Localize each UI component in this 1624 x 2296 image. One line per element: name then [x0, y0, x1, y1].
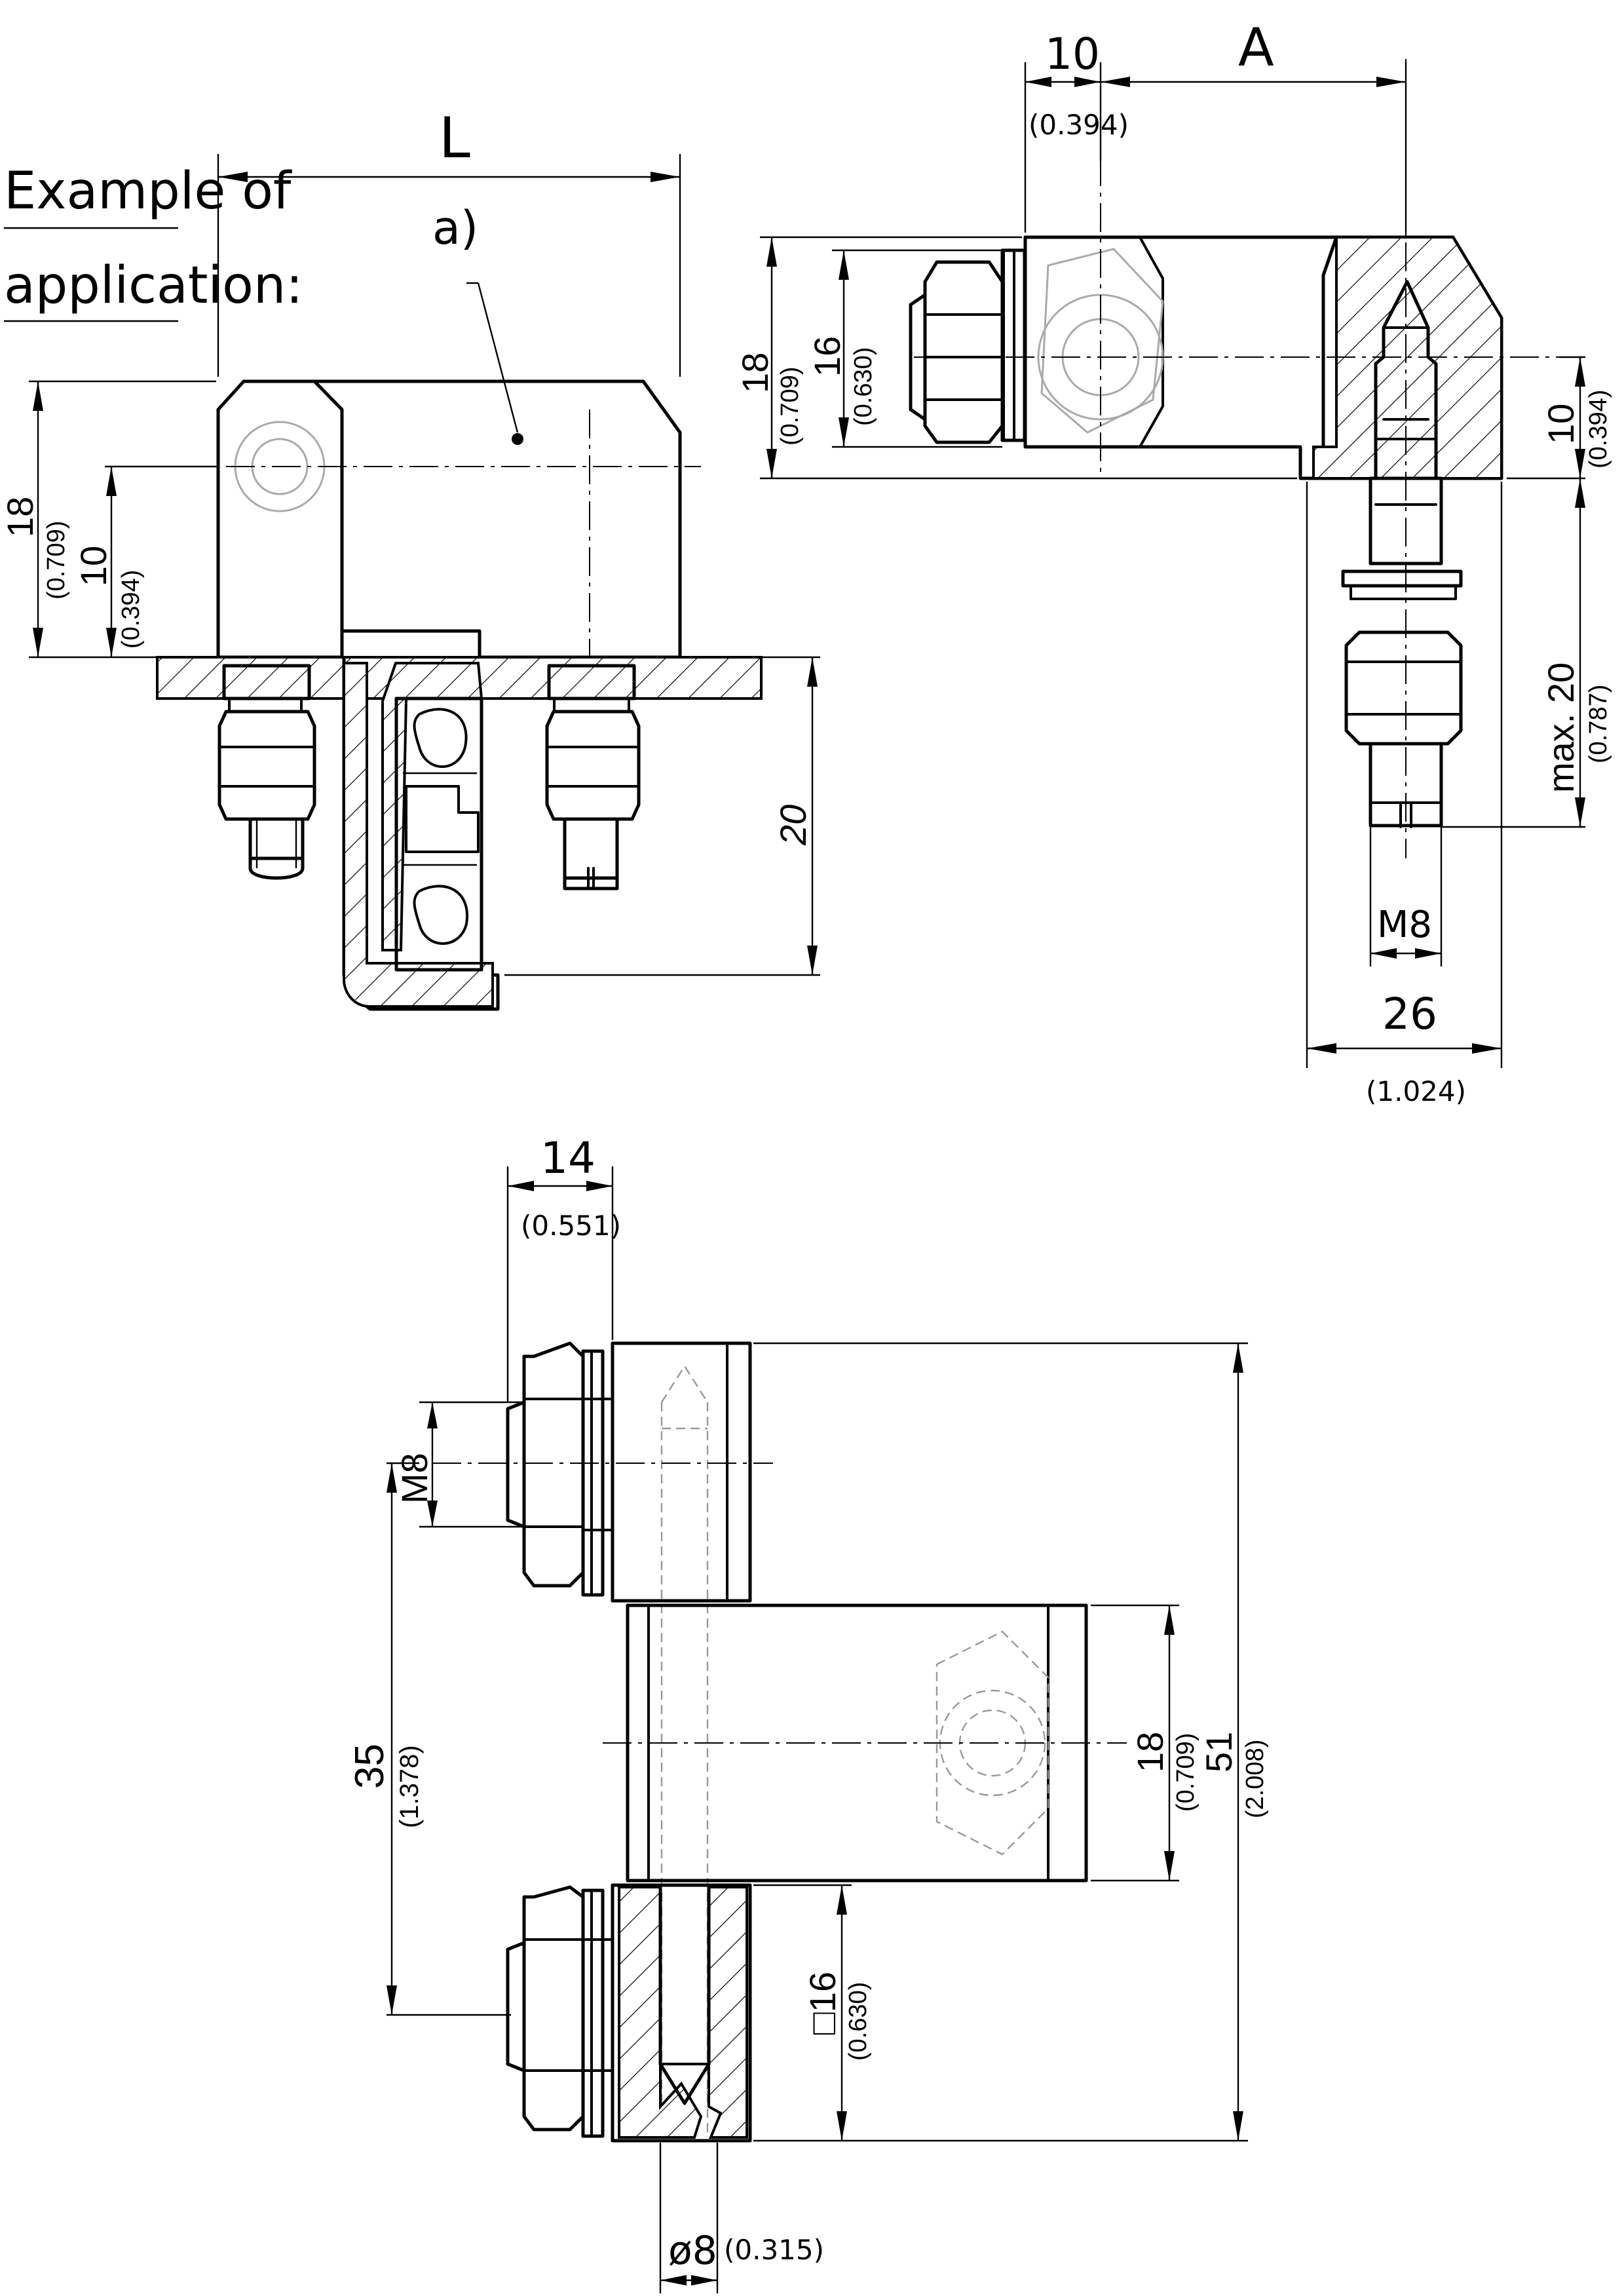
dim-14-inch: (0.551) — [521, 1210, 621, 1242]
weld-point-dot — [512, 433, 523, 445]
dim-18-tr-label: 18 — [734, 353, 776, 393]
dim-max20-inch: (0.787) — [1585, 685, 1612, 763]
dim-18-front-inch: (0.709) — [1172, 1733, 1199, 1812]
dim-51-inch: (2.008) — [1241, 1740, 1269, 1818]
dim-18-inch: (0.709) — [43, 521, 70, 600]
dim-L-label: L — [439, 105, 470, 171]
dim-20-label: 20 — [772, 805, 814, 846]
hinge-wing-outline — [314, 379, 682, 659]
bolt-left — [217, 664, 316, 880]
dim-16-label: 16 — [806, 336, 848, 377]
extrusion-profile — [394, 697, 483, 972]
dim-35-inch: (1.378) — [395, 1745, 424, 1828]
bolt-front-lower — [506, 1885, 614, 2138]
dim-10-top-label: 10 — [1045, 29, 1100, 79]
dim-16-inch: (0.630) — [850, 347, 877, 426]
dim-A-label: A — [1238, 17, 1274, 78]
dim-14-label: 14 — [540, 1133, 595, 1183]
caption-line1: Example of — [4, 162, 292, 221]
dim-10-right-inch: (0.394) — [1585, 390, 1612, 469]
bolt-side — [909, 248, 1027, 444]
bracket-channel — [343, 662, 494, 1008]
dim-26-label: 26 — [1382, 989, 1437, 1039]
view-section: 10 (0.394) A 18 (0.709) 16 (0.630) 10 (0… — [734, 17, 1612, 1107]
dim-51-label: 51 — [1198, 1732, 1239, 1772]
bolt-lower — [1341, 476, 1463, 828]
dim-max20-label: max. 20 — [1540, 662, 1581, 793]
dim-18-label: 18 — [0, 497, 41, 537]
bolt-right — [545, 664, 641, 890]
dim-10-label: 10 — [73, 546, 114, 586]
dim-sq16-label: □16 — [802, 1972, 843, 2035]
dim-10-right-label: 10 — [1540, 404, 1581, 444]
knuckle-lower-hatch-right — [708, 1886, 748, 2139]
dim-m8-front-label: M8 — [394, 1453, 435, 1504]
dim-26-inch: (1.024) — [1366, 1075, 1466, 1107]
dim-10-top-inch: (0.394) — [1029, 109, 1129, 141]
bolt-front-upper — [506, 1341, 614, 1597]
view-front: 14 (0.551) M8 35 (1.378) 18 (0.709) 51 (… — [347, 1133, 1269, 2293]
dim-sq16-inch: (0.630) — [844, 1982, 872, 2061]
caption: Example of application: — [4, 162, 303, 322]
knuckle-upper — [611, 1341, 752, 1603]
dim-18-tr-inch: (0.709) — [776, 367, 804, 446]
view-application: a) — [0, 105, 820, 1011]
dim-10-inch: (0.394) — [117, 570, 145, 649]
dim-35-label: 35 — [347, 1744, 392, 1789]
dim-d8-inch: (0.315) — [724, 2234, 824, 2266]
caption-line2: application: — [4, 256, 303, 315]
dim-m8-tr-label: M8 — [1377, 904, 1432, 946]
dim-18-front-label: 18 — [1129, 1732, 1171, 1772]
dim-d8-label: ø8 — [668, 2228, 717, 2274]
note-a-label: a) — [432, 201, 478, 255]
